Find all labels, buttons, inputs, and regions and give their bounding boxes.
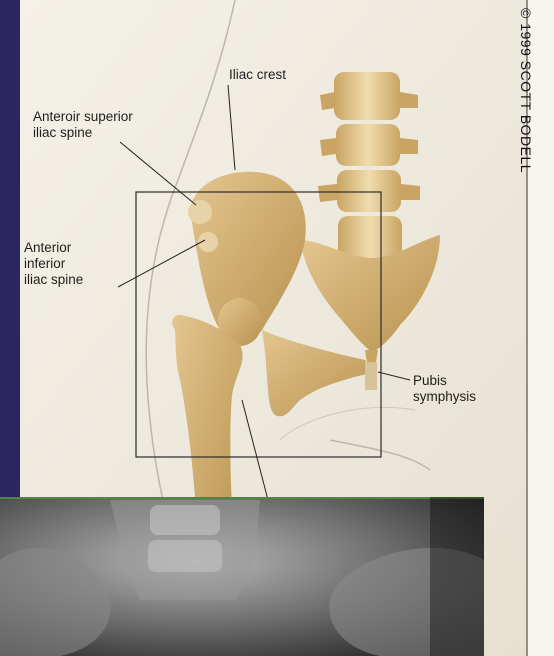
label-iliac-crest: Iliac crest — [229, 67, 286, 83]
label-anterior-superior-iliac-spine: Anteroir superior iliac spine — [33, 109, 133, 141]
copyright-notice: © 1999 SCOTT BODELL — [518, 8, 534, 173]
label-pubis-symphysis: Pubis symphysis — [413, 373, 476, 405]
pelvis-xray-image — [0, 497, 484, 656]
label-anterior-inferior-iliac-spine: Anterior inferior iliac spine — [24, 240, 83, 288]
